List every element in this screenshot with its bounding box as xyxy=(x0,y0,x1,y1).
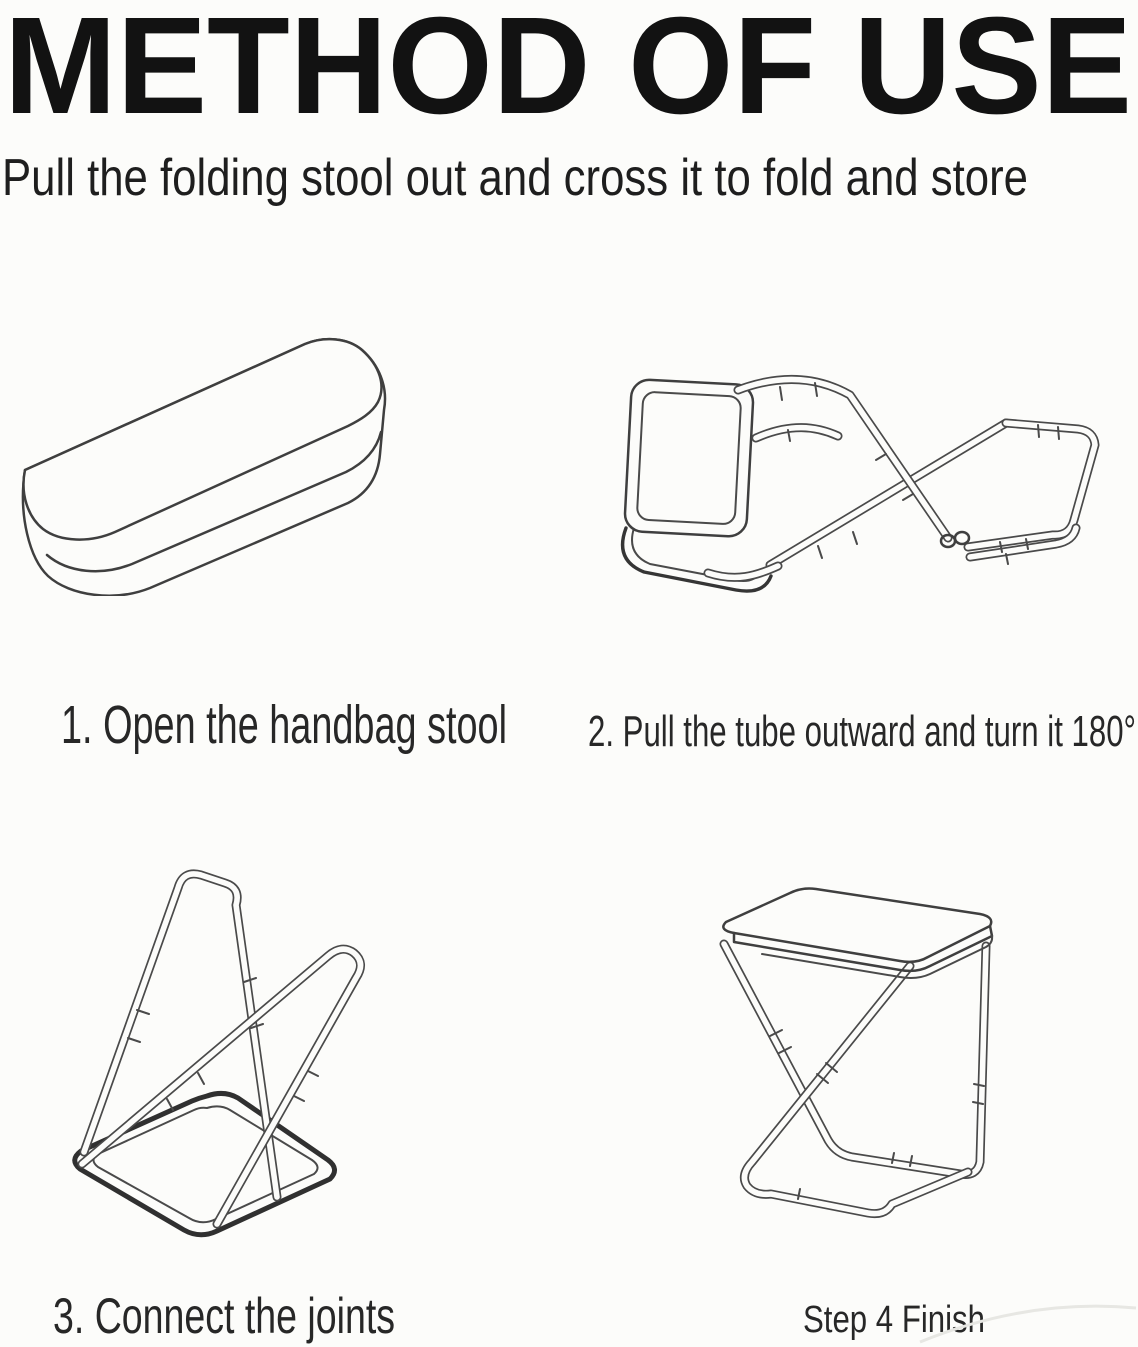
bag-panel-outline xyxy=(623,378,755,538)
watermark-arc xyxy=(919,1304,1137,1344)
step-1-caption: 1. Open the handbag stool xyxy=(61,695,507,755)
step-2-half-unfolded-illustration xyxy=(620,338,1138,593)
step-4-caption-block: Step 4 Finish xyxy=(803,1299,985,1341)
step-2-caption-block: 2. Pull the tube outward and turn it 180… xyxy=(588,707,1136,756)
step-3-caption-block: 3. Connect the joints xyxy=(53,1288,395,1344)
tube-end-ferrule xyxy=(953,530,971,546)
step-3-open-frame-illustration xyxy=(72,852,432,1238)
step-2-figure xyxy=(568,338,1138,668)
step-4-caption: Step 4 Finish xyxy=(803,1299,985,1341)
step-3-figure xyxy=(32,852,432,1255)
step-1-figure xyxy=(10,336,402,601)
step-1-folded-stool-illustration xyxy=(21,337,387,597)
stool-seat xyxy=(722,887,993,964)
page-title-block: METHOD OF USE xyxy=(4,0,1132,143)
step-1-caption-block: 1. Open the handbag stool xyxy=(61,695,507,755)
page-title: METHOD OF USE xyxy=(4,0,1132,143)
page-subtitle: Pull the folding stool out and cross it … xyxy=(2,149,1028,207)
step-4-figure xyxy=(678,862,1078,1267)
step-3-caption: 3. Connect the joints xyxy=(53,1288,395,1344)
step-4-finished-stool-illustration xyxy=(678,887,994,1262)
step-2-caption: 2. Pull the tube outward and turn it 180… xyxy=(588,707,1136,756)
page-subtitle-block: Pull the folding stool out and cross it … xyxy=(2,149,1028,207)
stool-base-frame xyxy=(72,1090,337,1238)
